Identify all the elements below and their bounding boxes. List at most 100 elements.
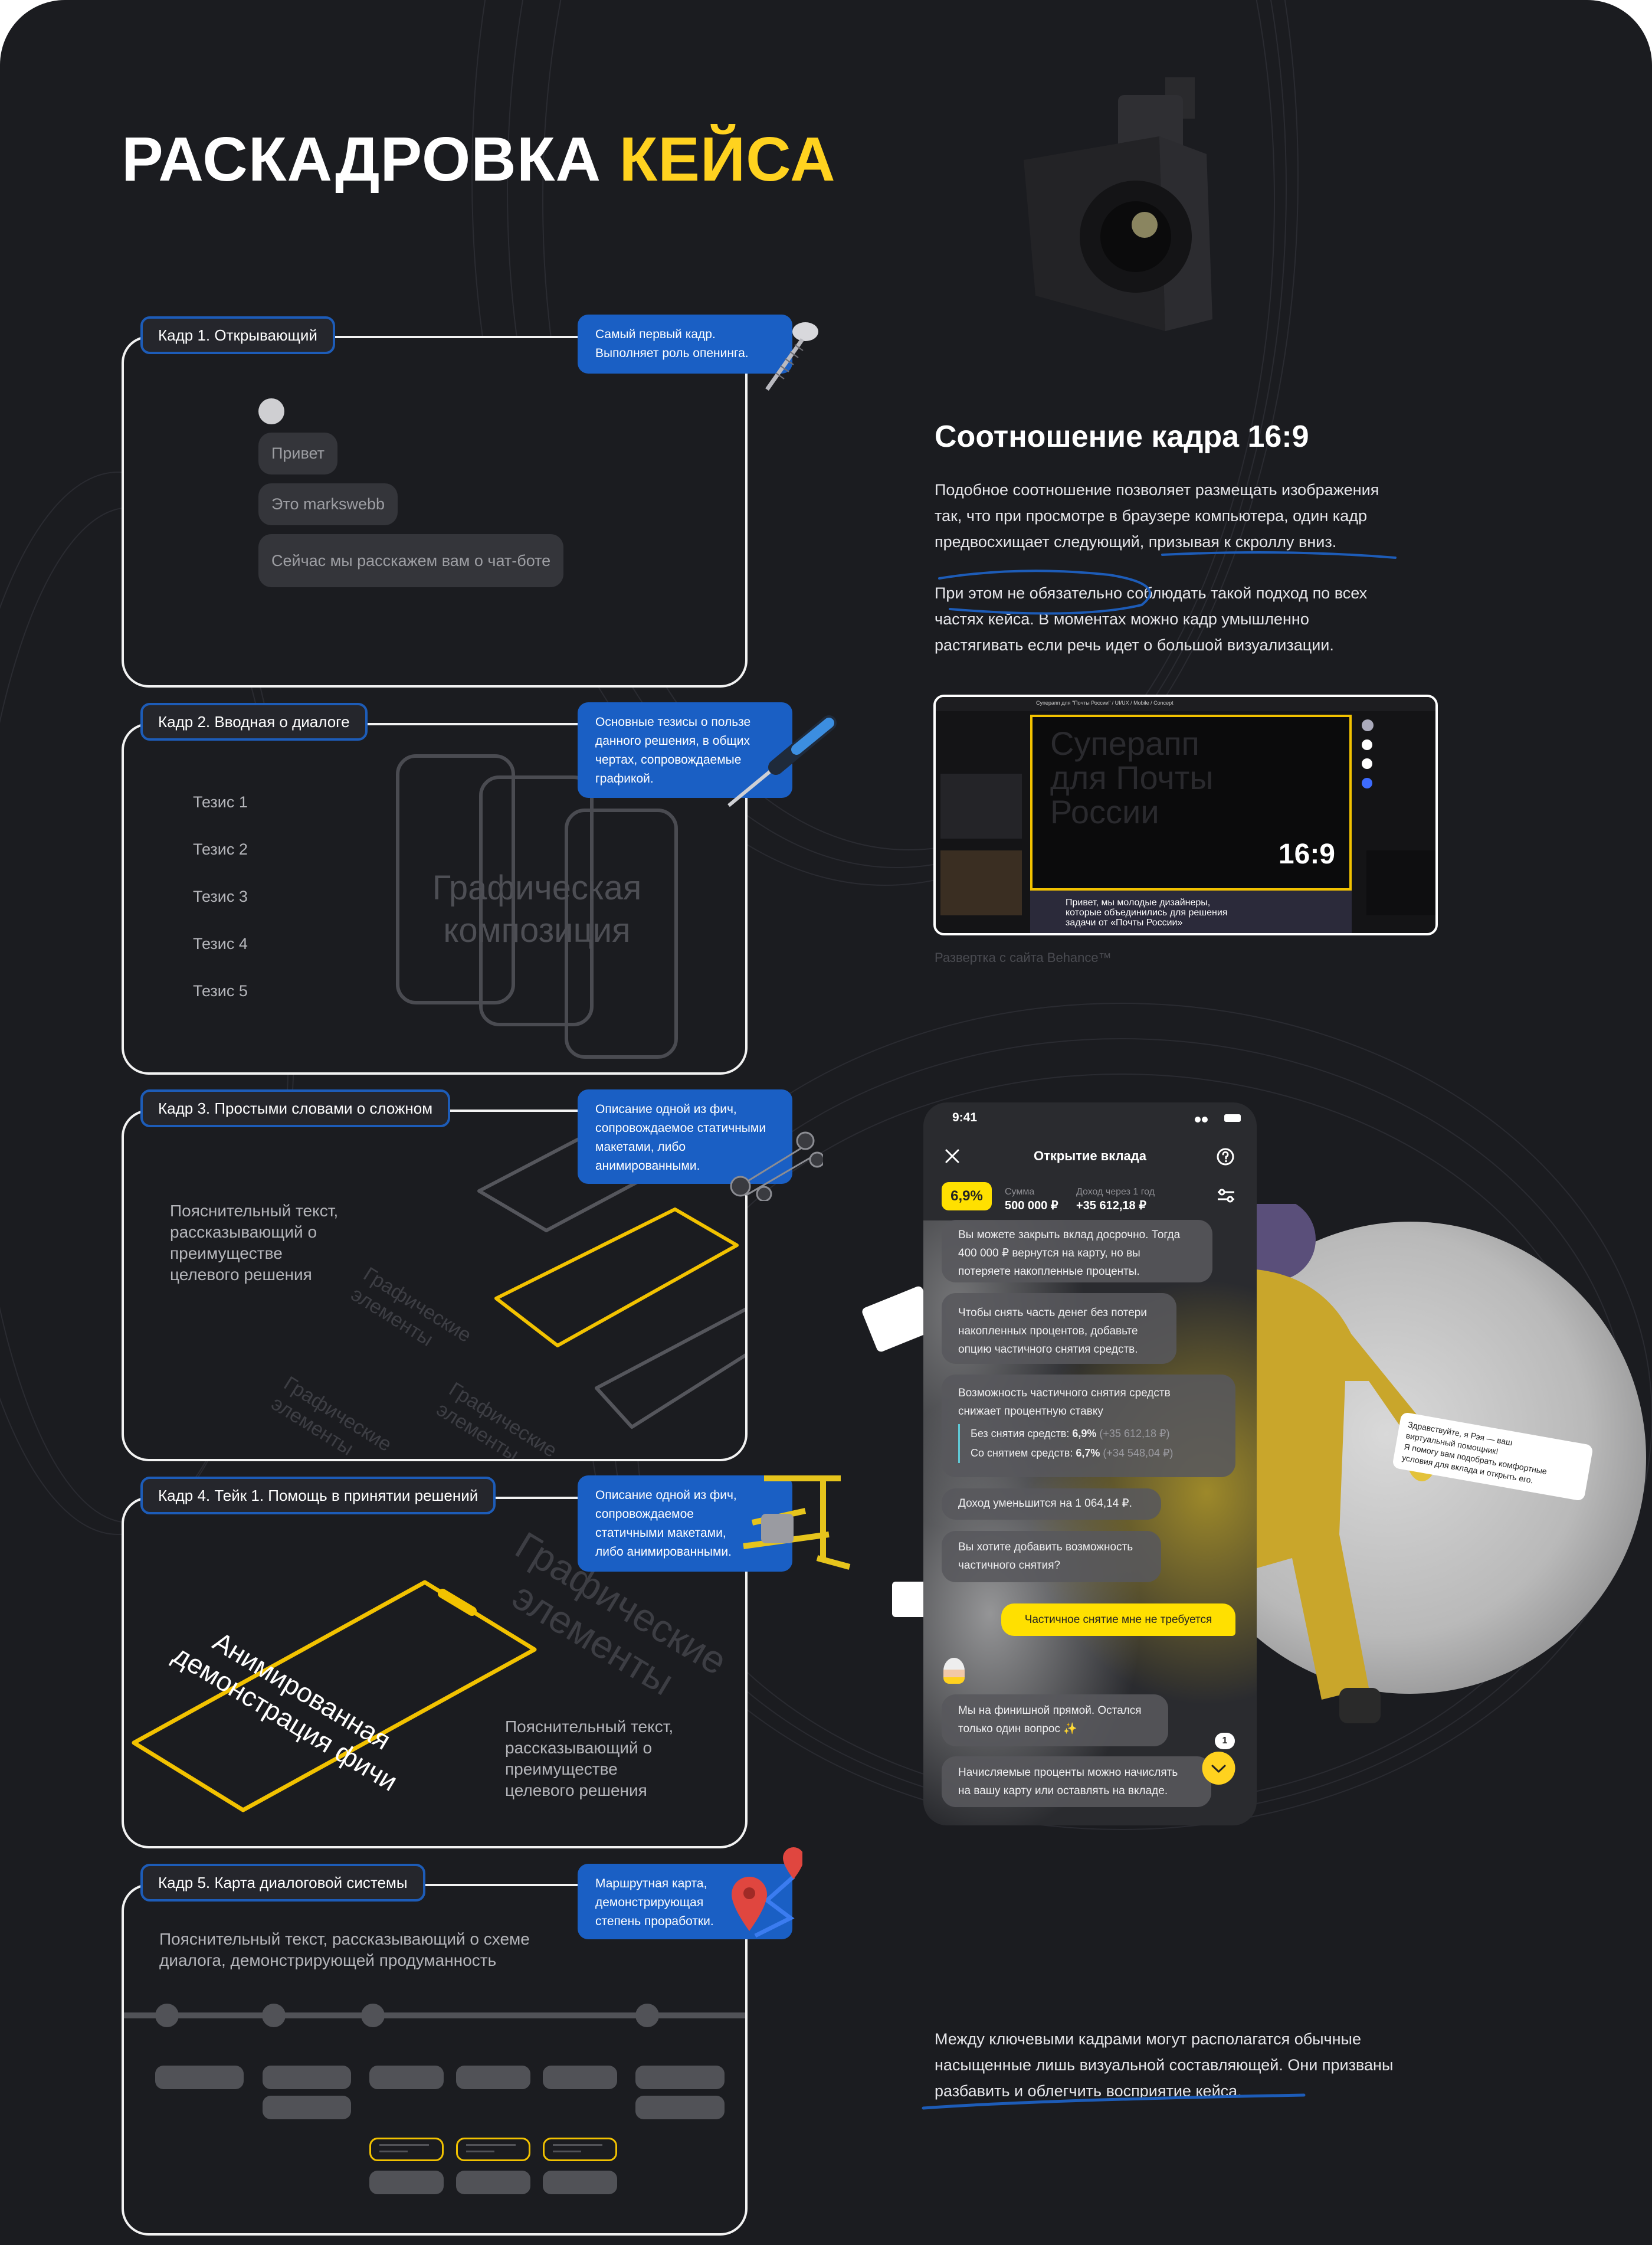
chat-bubble: Это markswebb: [258, 483, 398, 525]
like-icon[interactable]: [1362, 778, 1372, 788]
author-avatar[interactable]: [1362, 719, 1374, 731]
dialog-node: [456, 2171, 530, 2194]
text-line: снижает процентную ставку: [958, 1405, 1103, 1418]
dialog-node: [155, 2066, 244, 2089]
callout-line: Основные тезисы о пользе: [595, 715, 751, 729]
text-line: Суперапп: [1050, 725, 1199, 762]
dialog-node: [263, 2066, 351, 2089]
chevron-down-icon: [1211, 1765, 1226, 1773]
title-main: РАСКАДРОВКА: [122, 125, 602, 194]
thesis-item: Тезис 1: [193, 793, 248, 811]
text-line: Пояснительный текст, рассказывающий о сх…: [159, 1930, 530, 1948]
text-line: только один вопрос ✨: [958, 1723, 1077, 1735]
screenshot-intro: Привет, мы молодые дизайнеры,которые объ…: [1030, 891, 1352, 933]
highlighted-dialog-node: [543, 2138, 617, 2161]
income-value: +35 612,18 ₽: [1076, 1199, 1146, 1212]
dialog-node: [369, 2171, 444, 2194]
screenshot-header: Суперапп для "Почты России" / UI/UX / Mo…: [936, 697, 1435, 711]
text-line: растягивать если речь идет о большой виз…: [935, 636, 1334, 654]
rate-row: Без снятия средств: 6,9% (+35 612,18 ₽): [971, 1424, 1235, 1444]
text-line: насыщенные лишь визуальной составляющей.…: [935, 2056, 1394, 2074]
scroll-down-button[interactable]: [1202, 1752, 1235, 1785]
help-icon[interactable]: [1217, 1148, 1234, 1166]
text-line: потеряете накопленные проценты.: [958, 1265, 1140, 1278]
close-icon[interactable]: [945, 1148, 960, 1164]
graphic-text: композиция: [443, 911, 631, 950]
text-line: так, что при просмотре в браузере компью…: [935, 507, 1367, 525]
text-line: преимуществе: [170, 1244, 283, 1262]
phone-notch: [438, 1589, 477, 1616]
callout-line: либо анимированными.: [595, 1545, 732, 1559]
text-line: целевого решения: [170, 1265, 312, 1284]
chat-bubble: Привет: [258, 433, 338, 474]
timeline-node: [155, 2004, 179, 2027]
phone-outline: [565, 809, 678, 1059]
highlighted-dialog-node: [456, 2138, 530, 2161]
callout-line: макетами, либо: [595, 1140, 686, 1154]
callout-line: Выполняет роль опенинга.: [595, 346, 749, 360]
text-line: Мы на финишной прямой. Остался: [958, 1704, 1142, 1717]
callout-line: Описание одной из фич,: [595, 1488, 737, 1502]
text-line: преимуществе: [505, 1760, 618, 1778]
text-line: целевого решения: [505, 1781, 647, 1799]
dialog-node: [543, 2171, 617, 2194]
phone-outline: [479, 775, 594, 1026]
rate-comparison: Без снятия средств: 6,9% (+35 612,18 ₽) …: [958, 1424, 1235, 1463]
unread-count-badge: 1: [1215, 1733, 1235, 1749]
text-line: опцию частичного снятия средств.: [958, 1343, 1138, 1356]
rate-row-label: Без снятия средств:: [971, 1428, 1070, 1439]
page-title: РАСКАДРОВКА КЕЙСА: [122, 124, 836, 195]
timeline-node: [635, 2004, 659, 2027]
text-line: Чтобы снять часть денег без потери: [958, 1307, 1147, 1319]
settings-sliders-icon[interactable]: [1217, 1188, 1235, 1203]
explanatory-text: Пояснительный текст, рассказывающий о сх…: [159, 1929, 530, 1971]
ratio-label: 16:9: [1278, 839, 1335, 870]
assistant-avatar: [943, 1658, 965, 1684]
frame-3-label: Кадр 3. Простыми словами о сложном: [140, 1089, 451, 1127]
status-time: 9:41: [952, 1111, 978, 1124]
handwritten-annotations: [938, 551, 1397, 615]
dialog-node: [543, 2066, 617, 2089]
frame-5-label: Кадр 5. Карта диалоговой системы: [140, 1864, 425, 1902]
text-line: Между ключевыми кадрами могут располагат…: [935, 2030, 1361, 2048]
tools-icon[interactable]: [1362, 739, 1372, 750]
text-line: Пояснительный текст,: [170, 1202, 339, 1220]
callout-line: анимированными.: [595, 1159, 700, 1173]
rate-row-rate: 6,9%: [1072, 1428, 1097, 1439]
dialog-node: [263, 2096, 351, 2119]
graphic-text: Графическая: [432, 869, 642, 907]
rate-row-label: Со снятием средств:: [971, 1447, 1073, 1459]
text-line: Возможность частичного снятия средств: [958, 1387, 1171, 1399]
callout-line: графикой.: [595, 772, 654, 786]
cinema-camera-image: [1024, 77, 1212, 331]
aspect-paragraph-1: Подобное соотношение позволяет размещать…: [935, 477, 1442, 555]
text-line: Вы хотите добавить возможность: [958, 1541, 1133, 1553]
text-line: рассказывающий о: [505, 1739, 653, 1757]
text-line: диалога, демонстрирующей продуманность: [159, 1951, 497, 1969]
bot-message: Мы на финишной прямой. Остался только оди…: [942, 1694, 1168, 1746]
callout-line: сопровождаемое статичными: [595, 1121, 766, 1135]
bot-message-rates: Возможность частичного снятия средств сни…: [942, 1375, 1235, 1477]
save-icon[interactable]: [1362, 758, 1372, 769]
map-pin-route-icon: [732, 1847, 802, 1938]
text-line: которые объединились для решения: [1066, 908, 1228, 918]
text-line: задачи от «Почты России»: [1066, 918, 1183, 928]
text-line: Начисляемые проценты можно начислять: [958, 1766, 1178, 1779]
title-accent: КЕЙСА: [619, 125, 836, 194]
callout-line: чертах, сопровождаемые: [595, 753, 742, 767]
bottom-note: Между ключевыми кадрами могут располагат…: [935, 2026, 1442, 2104]
text-line: на вашу карту или оставлять на вкладе.: [958, 1785, 1168, 1797]
highlighted-dialog-node: [369, 2138, 444, 2161]
frame-1-callout: Самый первый кадр.Выполняет роль опенинг…: [578, 315, 792, 374]
thumbnail: [940, 850, 1022, 915]
rate-row: Со снятием средств: 6,7% (+34 548,04 ₽): [971, 1444, 1235, 1463]
highlighted-phone-outline: [132, 1580, 537, 1812]
graphic-composition-placeholder: Графическая композиция: [401, 867, 673, 952]
